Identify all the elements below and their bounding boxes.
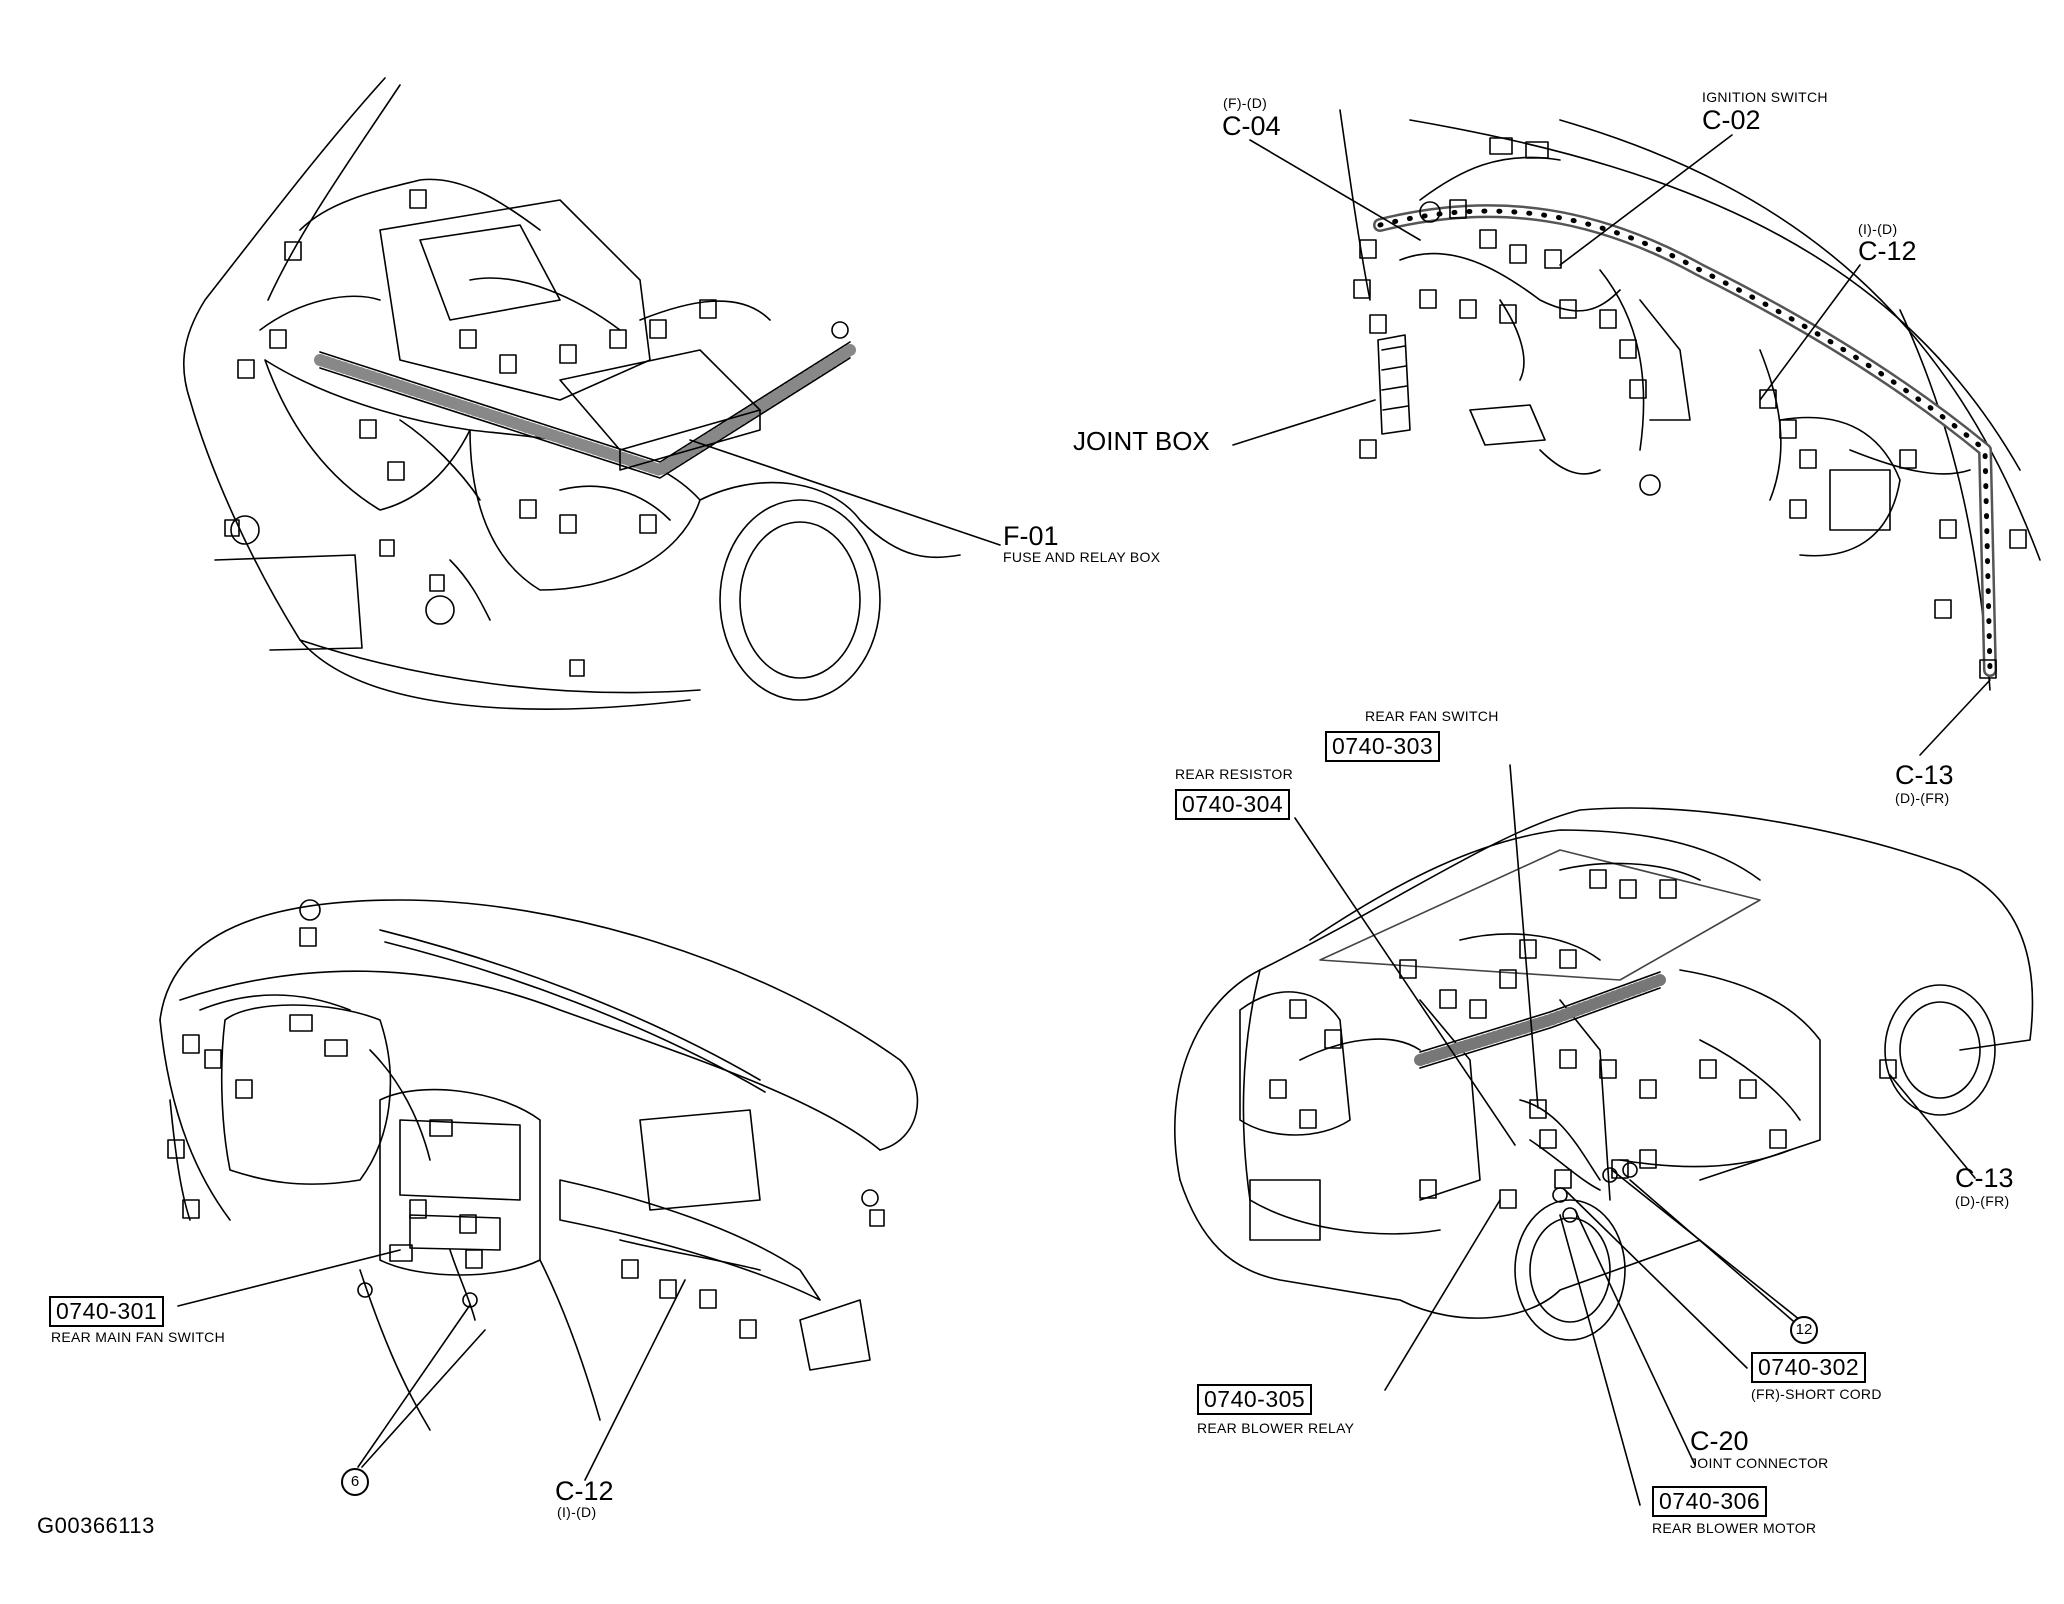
ground-point-12: 12 xyxy=(1790,1316,1818,1344)
rear-resistor-code: 0740-304 xyxy=(1175,789,1291,820)
rear-main-fan-switch-code: 0740-301 xyxy=(49,1296,165,1327)
rear-blower-motor-name: REAR BLOWER MOTOR xyxy=(1652,1520,1817,1536)
short-cord-name: (FR)-SHORT CORD xyxy=(1751,1386,1882,1402)
rear-body-illustration xyxy=(1173,764,2034,1506)
c04-code: C-04 xyxy=(1222,111,1281,141)
ground-point-6: 6 xyxy=(341,1468,369,1496)
dashboard-illustration xyxy=(159,899,919,1481)
rear-blower-relay-code: 0740-305 xyxy=(1197,1384,1313,1415)
rear-c13-code: C-13 xyxy=(1955,1163,2014,1193)
ignition-switch-name: IGNITION SWITCH xyxy=(1702,89,1828,105)
fuse-box-code: F-01 xyxy=(1003,521,1059,551)
c12-side-label: (I)-(D) xyxy=(1858,221,1898,237)
ignition-switch-code: C-02 xyxy=(1702,105,1761,135)
dashboard-c12-code: C-12 xyxy=(555,1476,614,1506)
c20-code: C-20 xyxy=(1690,1426,1749,1456)
c13-code: C-13 xyxy=(1895,760,1954,790)
c12-code: C-12 xyxy=(1858,236,1917,266)
instrument-panel-illustration xyxy=(1232,109,2041,756)
rear-blower-relay-name: REAR BLOWER RELAY xyxy=(1197,1420,1355,1436)
rear-main-fan-switch-name: REAR MAIN FAN SWITCH xyxy=(51,1329,226,1345)
engine-bay-illustration xyxy=(182,77,1001,710)
fuse-box-name: FUSE AND RELAY BOX xyxy=(1003,549,1161,565)
joint-box-label: JOINT BOX xyxy=(1073,426,1210,456)
rear-c13-side-label: (D)-(FR) xyxy=(1955,1193,2010,1209)
dashboard-c12-side-label: (I)-(D) xyxy=(557,1504,597,1520)
figure-id: G00366113 xyxy=(37,1513,155,1538)
rear-blower-motor-code: 0740-306 xyxy=(1652,1486,1768,1517)
rear-fan-switch-code: 0740-303 xyxy=(1325,731,1441,762)
rear-resistor-name: REAR RESISTOR xyxy=(1175,766,1293,782)
c04-side-label: (F)-(D) xyxy=(1223,95,1268,111)
c13-side-label: (D)-(FR) xyxy=(1895,790,1950,806)
rear-fan-switch-name: REAR FAN SWITCH xyxy=(1365,708,1499,724)
c20-name: JOINT CONNECTOR xyxy=(1690,1455,1829,1471)
short-cord-code: 0740-302 xyxy=(1751,1352,1867,1383)
